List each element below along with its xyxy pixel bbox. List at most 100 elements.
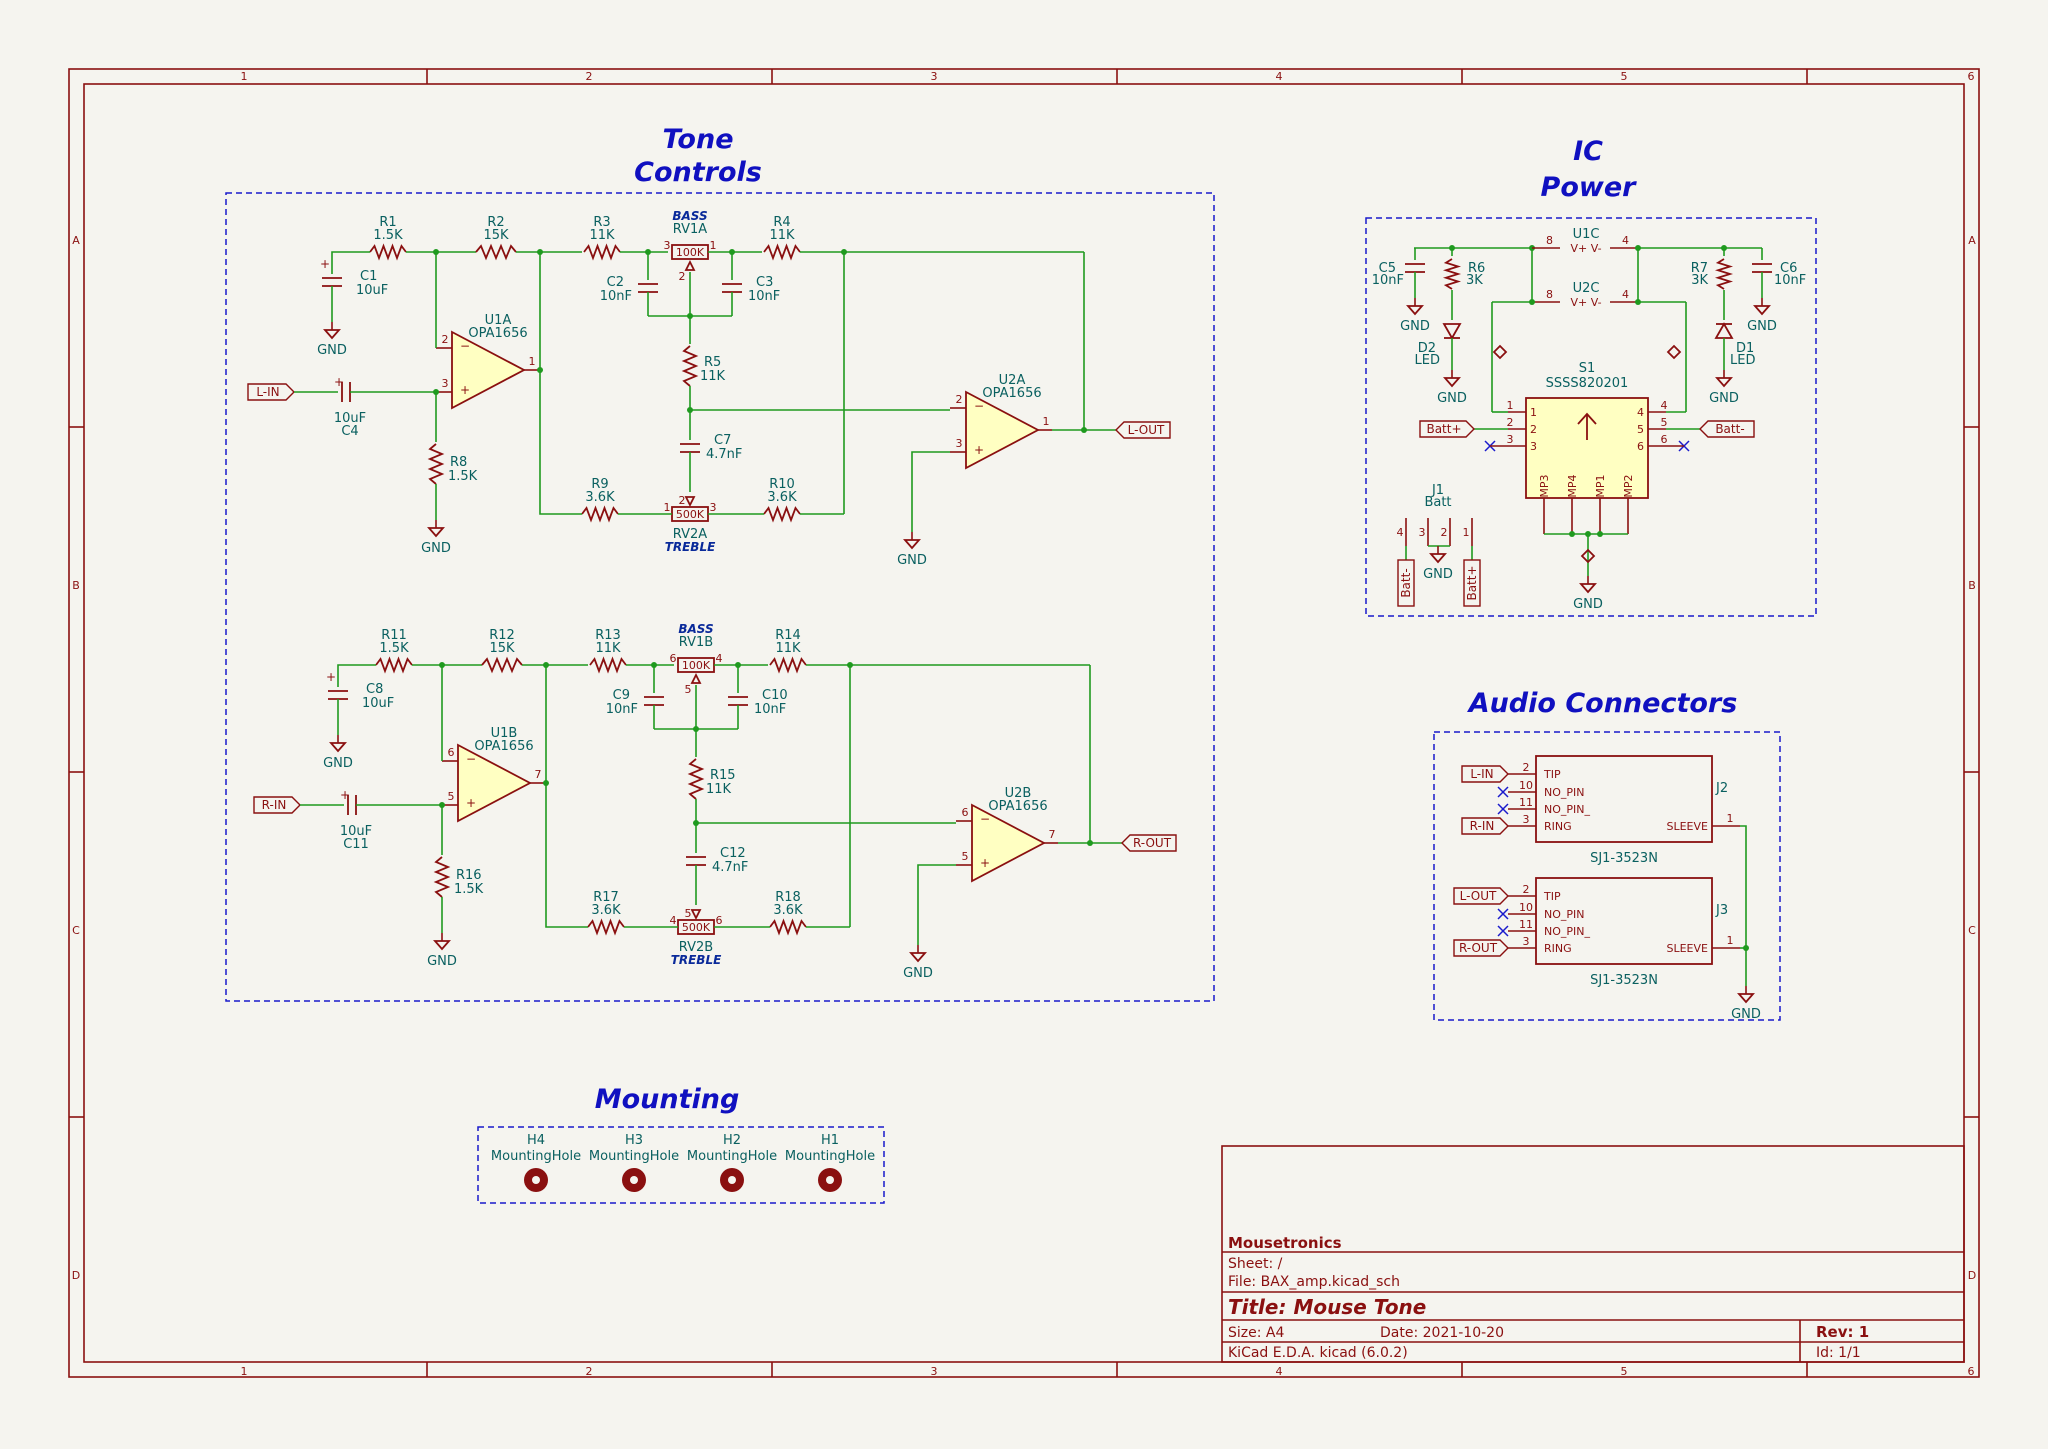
opamp-symbol: [457, 743, 532, 823]
column-marker: 6: [1968, 70, 1975, 83]
pin-number: 3: [956, 437, 963, 450]
mounting-hole-center: [532, 1176, 540, 1184]
resistor-symbol: [1442, 258, 1462, 290]
title-block-border: [1221, 1145, 1965, 1363]
ref: U1C: [1573, 227, 1600, 242]
ref: U1B: [491, 726, 518, 741]
column-marker: 2: [586, 1365, 593, 1378]
outer-border: [68, 68, 1980, 1378]
gnd-label: GND: [897, 553, 927, 568]
value: 10uF: [340, 824, 372, 839]
mounting-hole-center: [630, 1176, 638, 1184]
opamp-symbol: [451, 330, 526, 410]
ref: RV1A: [673, 222, 707, 237]
pin-number: 5: [962, 850, 969, 863]
ref: U2A: [999, 373, 1026, 388]
size-label: Size: A4: [1228, 1325, 1284, 1341]
s1-pin-label: 4: [1661, 399, 1668, 412]
mounting-holes: H4MountingHoleH3MountingHoleH2MountingHo…: [491, 1133, 875, 1192]
column-marker: 3: [931, 1365, 938, 1378]
value: 15K: [489, 641, 515, 656]
ground-icon: [323, 329, 341, 340]
value: OPA1656: [468, 326, 527, 341]
ref: R17: [593, 890, 619, 905]
value: OPA1656: [988, 799, 1047, 814]
pin-number: 8: [1546, 288, 1553, 301]
column-marker: 3: [931, 70, 938, 83]
resistor-symbol: [763, 505, 801, 523]
pin-label: RING: [1544, 820, 1572, 833]
column-marker: 5: [1621, 1365, 1628, 1378]
gnd-label: GND: [427, 954, 457, 969]
value: LED: [1730, 353, 1755, 368]
pin-label: V+ V-: [1570, 296, 1601, 309]
resistor-symbol: [687, 758, 705, 800]
net-label-flag: [1121, 834, 1177, 852]
net-label-flag: [1419, 420, 1475, 438]
s1-pin-number: 3: [1530, 440, 1537, 453]
resistor-symbol: [375, 656, 413, 674]
value: OPA1656: [982, 386, 1041, 401]
gnd-label: GND: [421, 541, 451, 556]
file-label: File: BAX_amp.kicad_sch: [1228, 1274, 1400, 1290]
row-marker: C: [72, 924, 80, 937]
net-label: Batt+: [1426, 422, 1461, 436]
value: 3.6K: [767, 490, 797, 505]
resistor-symbol: [681, 345, 699, 387]
audio-title: Audio Connectors: [1467, 688, 1738, 719]
pot-value: 500K: [676, 508, 705, 521]
revision-label: Rev: 1: [1816, 1323, 1869, 1341]
pin-label: SLEEVE: [1667, 820, 1709, 833]
value: 10uF: [362, 696, 394, 711]
net-label: R-OUT: [1133, 836, 1172, 850]
pin-number: 5: [685, 683, 692, 696]
column-marker: 2: [586, 70, 593, 83]
gnd-label: GND: [1747, 319, 1777, 334]
mounting-hole-center: [728, 1176, 736, 1184]
net-label-flag: [247, 383, 295, 401]
resistor-symbol: [481, 656, 523, 674]
pin-number: 11: [1519, 796, 1533, 809]
ref: R1: [379, 215, 396, 230]
gnd-label: GND: [903, 966, 933, 981]
led-icon: [1442, 323, 1462, 340]
column-marker: 4: [1276, 1365, 1283, 1378]
ref: R8: [450, 455, 467, 470]
ref: D2: [1418, 341, 1436, 356]
pin-number: 10: [1519, 901, 1533, 914]
gnd-label: GND: [1709, 391, 1739, 406]
gnd-label: GND: [1573, 597, 1603, 612]
net-label: R-IN: [1470, 819, 1495, 833]
opamp-minus: −: [980, 812, 990, 826]
no-connect-icon: [1497, 803, 1509, 815]
wire: [337, 664, 376, 687]
pot-value: 100K: [676, 246, 705, 259]
ground-icon: [1429, 553, 1447, 564]
no-connect-icon: [1497, 786, 1509, 798]
resistor-symbol: [763, 243, 801, 261]
row-marker: D: [1968, 1269, 1976, 1282]
j1-pin-number: 4: [1397, 526, 1404, 539]
pin-number: 5: [685, 907, 692, 920]
ref: RV2A: [673, 527, 707, 542]
ref: R12: [489, 628, 515, 643]
resistor-symbol: [427, 443, 445, 485]
ref: R9: [591, 477, 608, 492]
net-label-flag: [1461, 765, 1509, 783]
ground-icon: [433, 940, 451, 951]
s1-pin-label: 3: [1507, 433, 1514, 446]
ref: R10: [769, 477, 795, 492]
value: 11K: [595, 641, 621, 656]
led-icon: [1714, 322, 1734, 339]
pin-number: 1: [710, 239, 717, 252]
pin-label: NO_PIN: [1544, 908, 1585, 921]
pin-number: 6: [962, 806, 969, 819]
wiper-arrow: [684, 259, 696, 271]
tone-title-line2: Controls: [634, 157, 762, 188]
net-label: L-OUT: [1128, 423, 1165, 437]
ref: H2: [723, 1133, 741, 1148]
value: MountingHole: [687, 1149, 777, 1164]
pin-number: 1: [1727, 812, 1734, 825]
pin-label: TIP: [1543, 768, 1561, 781]
pin-number: 4: [1622, 288, 1629, 301]
